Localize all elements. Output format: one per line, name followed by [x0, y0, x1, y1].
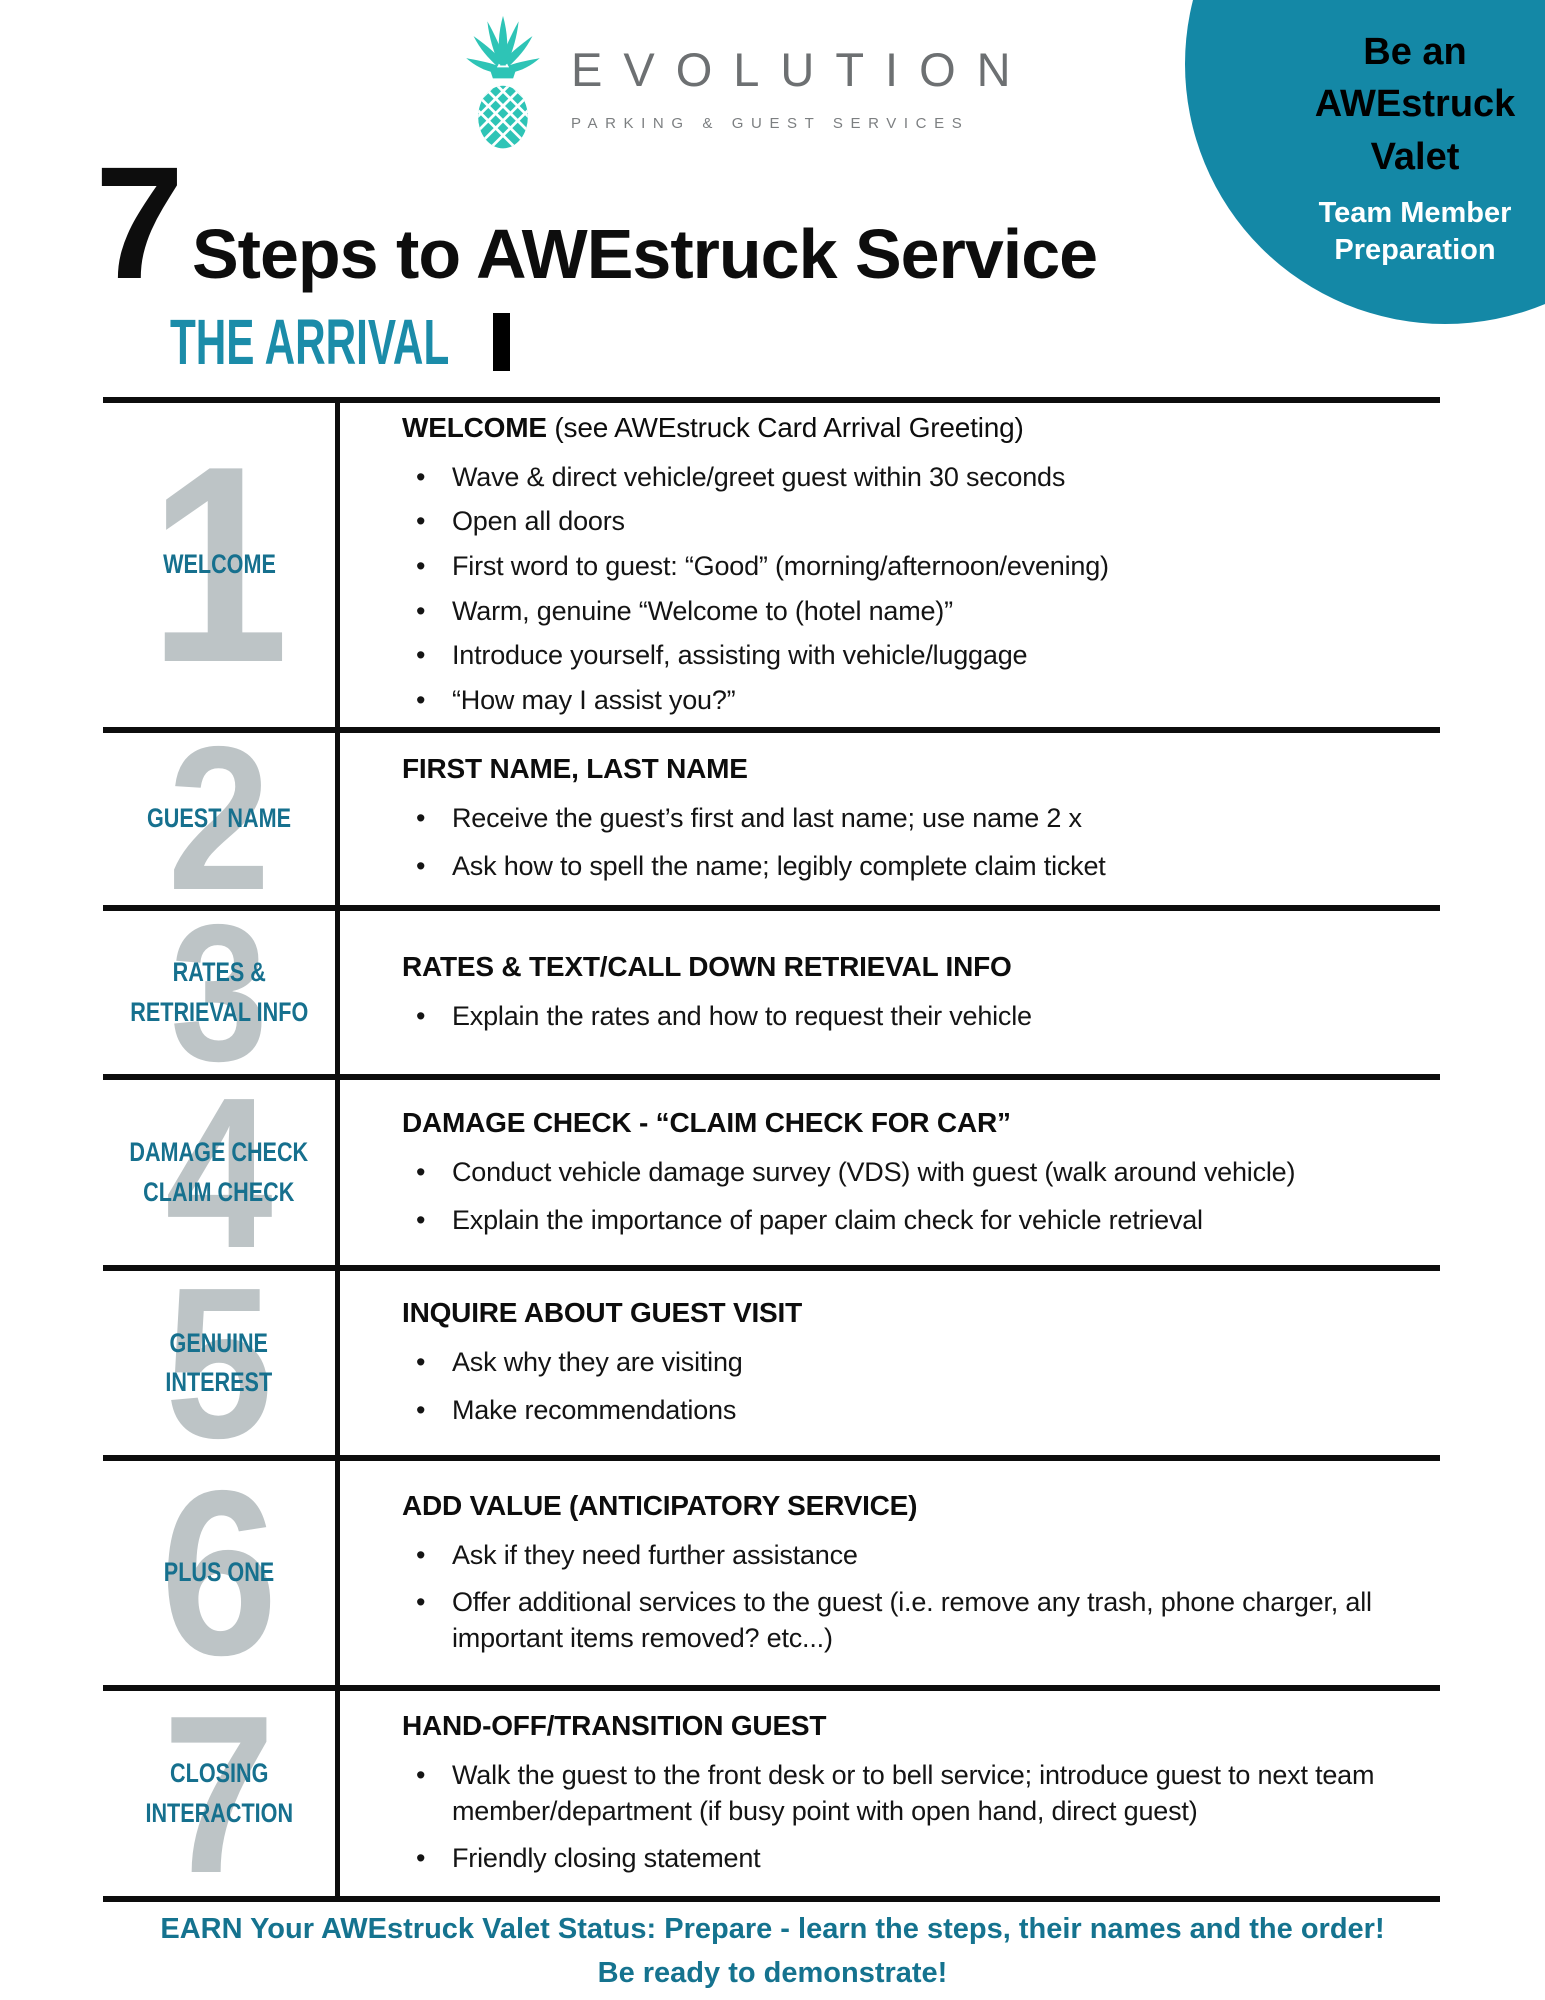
step-5-number: 5 [165, 1271, 273, 1455]
step-7-bullets: Walk the guest to the front desk or to b… [402, 1758, 1420, 1877]
step-1-bullets: Wave & direct vehicle/greet guest within… [402, 460, 1420, 719]
step-row-6: 6 PLUS ONE ADD VALUE (ANTICIPATORY SERVI… [103, 1461, 1440, 1691]
step-4-heading: DAMAGE CHECK - “CLAIM CHECK FOR CAR” [402, 1106, 1011, 1138]
bullet-item: Explain the rates and how to request the… [402, 999, 1420, 1035]
steps-table: 1 WELCOME WELCOME (see AWEstruck Card Ar… [103, 397, 1440, 1902]
step-4-bullets: Conduct vehicle damage survey (VDS) with… [402, 1155, 1420, 1238]
step-7-label: CLOSING INTERACTION [145, 1758, 293, 1828]
bullet-item: Offer additional services to the guest (… [402, 1585, 1420, 1656]
bullet-item: Explain the importance of paper claim ch… [402, 1203, 1420, 1239]
step-5-heading: INQUIRE ABOUT GUEST VISIT [402, 1297, 802, 1329]
bullet-item: Walk the guest to the front desk or to b… [402, 1758, 1420, 1829]
corner-badge-text: Be an AWEstruck Valet Team Member Prepar… [1245, 26, 1545, 268]
section-heading-text: THE ARRIVAL [170, 306, 450, 378]
step-7-heading: HAND-OFF/TRANSITION GUEST [402, 1710, 827, 1742]
step-row-1: 1 WELCOME WELCOME (see AWEstruck Card Ar… [103, 403, 1440, 733]
step-3-bullets: Explain the rates and how to request the… [402, 999, 1420, 1035]
step-6-heading: ADD VALUE (ANTICIPATORY SERVICE) [402, 1489, 918, 1521]
logo-text: EVOLUTION PARKING & GUEST SERVICES [571, 14, 1032, 132]
evolution-logo: EVOLUTION PARKING & GUEST SERVICES [455, 14, 1032, 152]
step-7-label-cell: 7 CLOSING INTERACTION [103, 1691, 340, 1896]
section-heading: THE ARRIVAL [170, 305, 511, 379]
brand-tagline: PARKING & GUEST SERVICES [571, 115, 970, 132]
bullet-item: Ask why they are visiting [402, 1345, 1420, 1381]
bullet-item: Friendly closing statement [402, 1841, 1420, 1877]
step-5-content: INQUIRE ABOUT GUEST VISIT Ask why they a… [340, 1271, 1440, 1455]
step-2-bullets: Receive the guest’s first and last name;… [402, 801, 1420, 884]
step-6-label: PLUS ONE [163, 1557, 275, 1588]
footer-line-1: EARN Your AWEstruck Valet Status: Prepar… [160, 1913, 1385, 1945]
step-3-content: RATES & TEXT/CALL DOWN RETRIEVAL INFO Ex… [340, 911, 1440, 1074]
bullet-item: First word to guest: “Good” (morning/aft… [402, 549, 1420, 585]
step-2-number: 2 [167, 733, 271, 905]
badge-main-lines: Be an AWEstruck Valet [1245, 26, 1545, 183]
step-row-7: 7 CLOSING INTERACTION HAND-OFF/TRANSITIO… [103, 1691, 1440, 1902]
badge-line-3: Valet [1370, 135, 1460, 178]
badge-sub-lines: Team Member Preparation [1245, 195, 1545, 268]
step-4-content: DAMAGE CHECK - “CLAIM CHECK FOR CAR” Con… [340, 1080, 1440, 1265]
step-3-heading: RATES & TEXT/CALL DOWN RETRIEVAL INFO [402, 950, 1012, 982]
step-3-label: RATES & RETRIEVAL INFO [129, 957, 308, 1027]
pineapple-icon [466, 15, 540, 149]
step-row-5: 5 GENUINE INTEREST INQUIRE ABOUT GUEST V… [103, 1271, 1440, 1461]
step-4-label-cell: 4 DAMAGE CHECK CLAIM CHECK [103, 1080, 340, 1265]
step-2-label: GUEST NAME [146, 803, 291, 834]
bullet-item: Introduce yourself, assisting with vehic… [402, 638, 1420, 674]
page-title: 7 Steps to AWEstruck Service [95, 133, 1098, 312]
brand-name: EVOLUTION [571, 43, 1032, 96]
step-1-content: WELCOME (see AWEstruck Card Arrival Gree… [340, 403, 1440, 727]
step-2-label-cell: 2 GUEST NAME [103, 733, 340, 905]
bullet-item: Warm, genuine “Welcome to (hotel name)” [402, 594, 1420, 630]
step-1-label-cell: 1 WELCOME [103, 403, 340, 727]
step-row-4: 4 DAMAGE CHECK CLAIM CHECK DAMAGE CHECK … [103, 1080, 1440, 1271]
badge-line-1: Be an [1363, 31, 1467, 73]
badge-subline-2: Preparation [1334, 233, 1496, 266]
step-1-heading: WELCOME (see AWEstruck Card Arrival Gree… [402, 411, 1024, 443]
footer: EARN Your AWEstruck Valet Status: Prepar… [0, 1908, 1545, 1995]
bullet-item: Conduct vehicle damage survey (VDS) with… [402, 1155, 1420, 1191]
step-6-number: 6 [160, 1461, 278, 1685]
page-title-number: 7 [95, 133, 184, 312]
bullet-item: Ask if they need further assistance [402, 1538, 1420, 1574]
step-6-label-cell: 6 PLUS ONE [103, 1461, 340, 1685]
page-title-text: Steps to AWEstruck Service [191, 215, 1098, 293]
step-1-label: WELCOME [162, 549, 276, 580]
step-row-2: 2 GUEST NAME FIRST NAME, LAST NAME Recei… [103, 733, 1440, 911]
bullet-item: Ask how to spell the name; legibly compl… [402, 849, 1420, 885]
bullet-item: Open all doors [402, 504, 1420, 540]
step-2-heading: FIRST NAME, LAST NAME [402, 753, 748, 785]
badge-line-2: AWEstruck [1314, 83, 1516, 126]
bullet-item: Wave & direct vehicle/greet guest within… [402, 460, 1420, 496]
badge-subline-1: Team Member [1318, 197, 1512, 230]
step-5-bullets: Ask why they are visiting Make recommend… [402, 1345, 1420, 1428]
section-heading-bar [493, 313, 511, 371]
step-2-content: FIRST NAME, LAST NAME Receive the guest’… [340, 733, 1440, 905]
step-6-content: ADD VALUE (ANTICIPATORY SERVICE) Ask if … [340, 1461, 1440, 1685]
step-4-label: DAMAGE CHECK CLAIM CHECK [129, 1137, 309, 1207]
footer-line-2: Be ready to demonstrate! [597, 1956, 948, 1989]
step-5-label-cell: 5 GENUINE INTEREST [103, 1271, 340, 1455]
step-3-number: 3 [170, 911, 268, 1074]
bullet-item: Make recommendations [402, 1393, 1420, 1429]
step-5-label: GENUINE INTEREST [165, 1327, 273, 1397]
step-7-number: 7 [162, 1691, 276, 1896]
step-7-content: HAND-OFF/TRANSITION GUEST Walk the guest… [340, 1691, 1440, 1896]
bullet-item: “How may I assist you?” [402, 683, 1420, 719]
bullet-item: Receive the guest’s first and last name;… [402, 801, 1420, 837]
step-1-number: 1 [148, 409, 290, 721]
step-3-label-cell: 3 RATES & RETRIEVAL INFO [103, 911, 340, 1074]
step-4-number: 4 [165, 1080, 273, 1265]
step-6-bullets: Ask if they need further assistance Offe… [402, 1538, 1420, 1657]
step-row-3: 3 RATES & RETRIEVAL INFO RATES & TEXT/CA… [103, 911, 1440, 1080]
